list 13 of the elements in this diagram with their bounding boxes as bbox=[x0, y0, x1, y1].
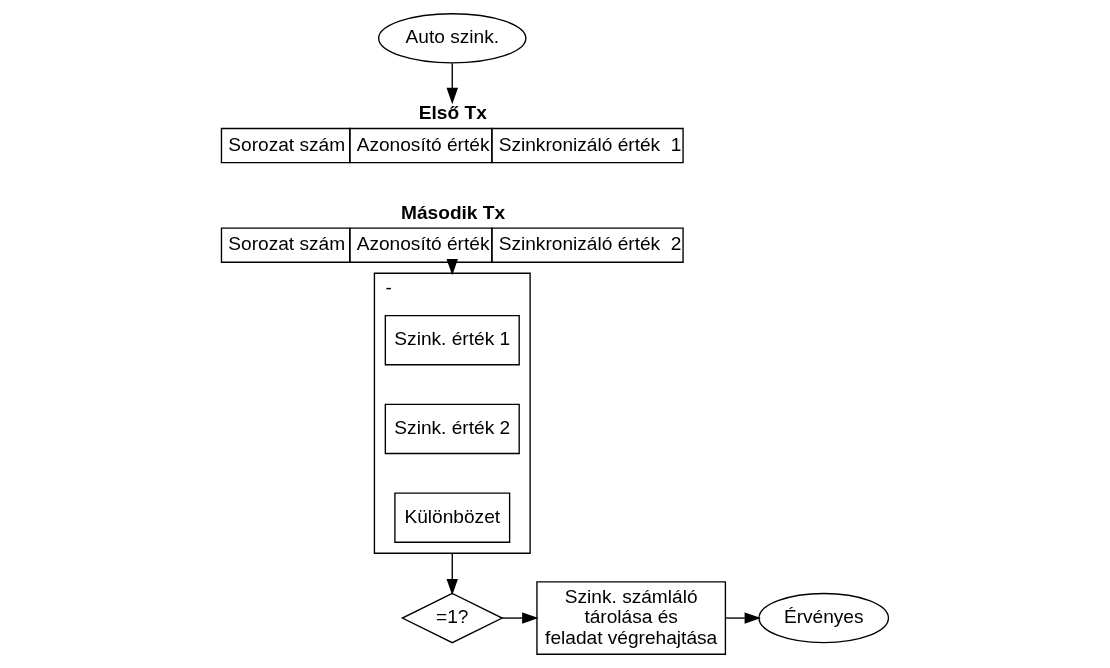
node-box: Szink. érték 1 bbox=[384, 314, 520, 366]
node-box: Szink. érték 2 bbox=[384, 403, 520, 455]
node-label: Első Tx bbox=[418, 102, 487, 124]
node-box: Szink. számláló tárolása és feladat végrehajtása bbox=[536, 581, 727, 655]
arrow bbox=[501, 612, 539, 624]
node-ellipse: Auto szink. bbox=[378, 13, 527, 64]
node-diamond: =1? bbox=[400, 592, 504, 644]
arrow bbox=[724, 612, 761, 624]
node-label: Második Tx bbox=[401, 201, 506, 223]
node-box: Különbözet bbox=[394, 492, 511, 543]
node-ellipse: Érvényes bbox=[758, 592, 890, 644]
arrow bbox=[446, 552, 458, 596]
arrow bbox=[446, 62, 458, 105]
